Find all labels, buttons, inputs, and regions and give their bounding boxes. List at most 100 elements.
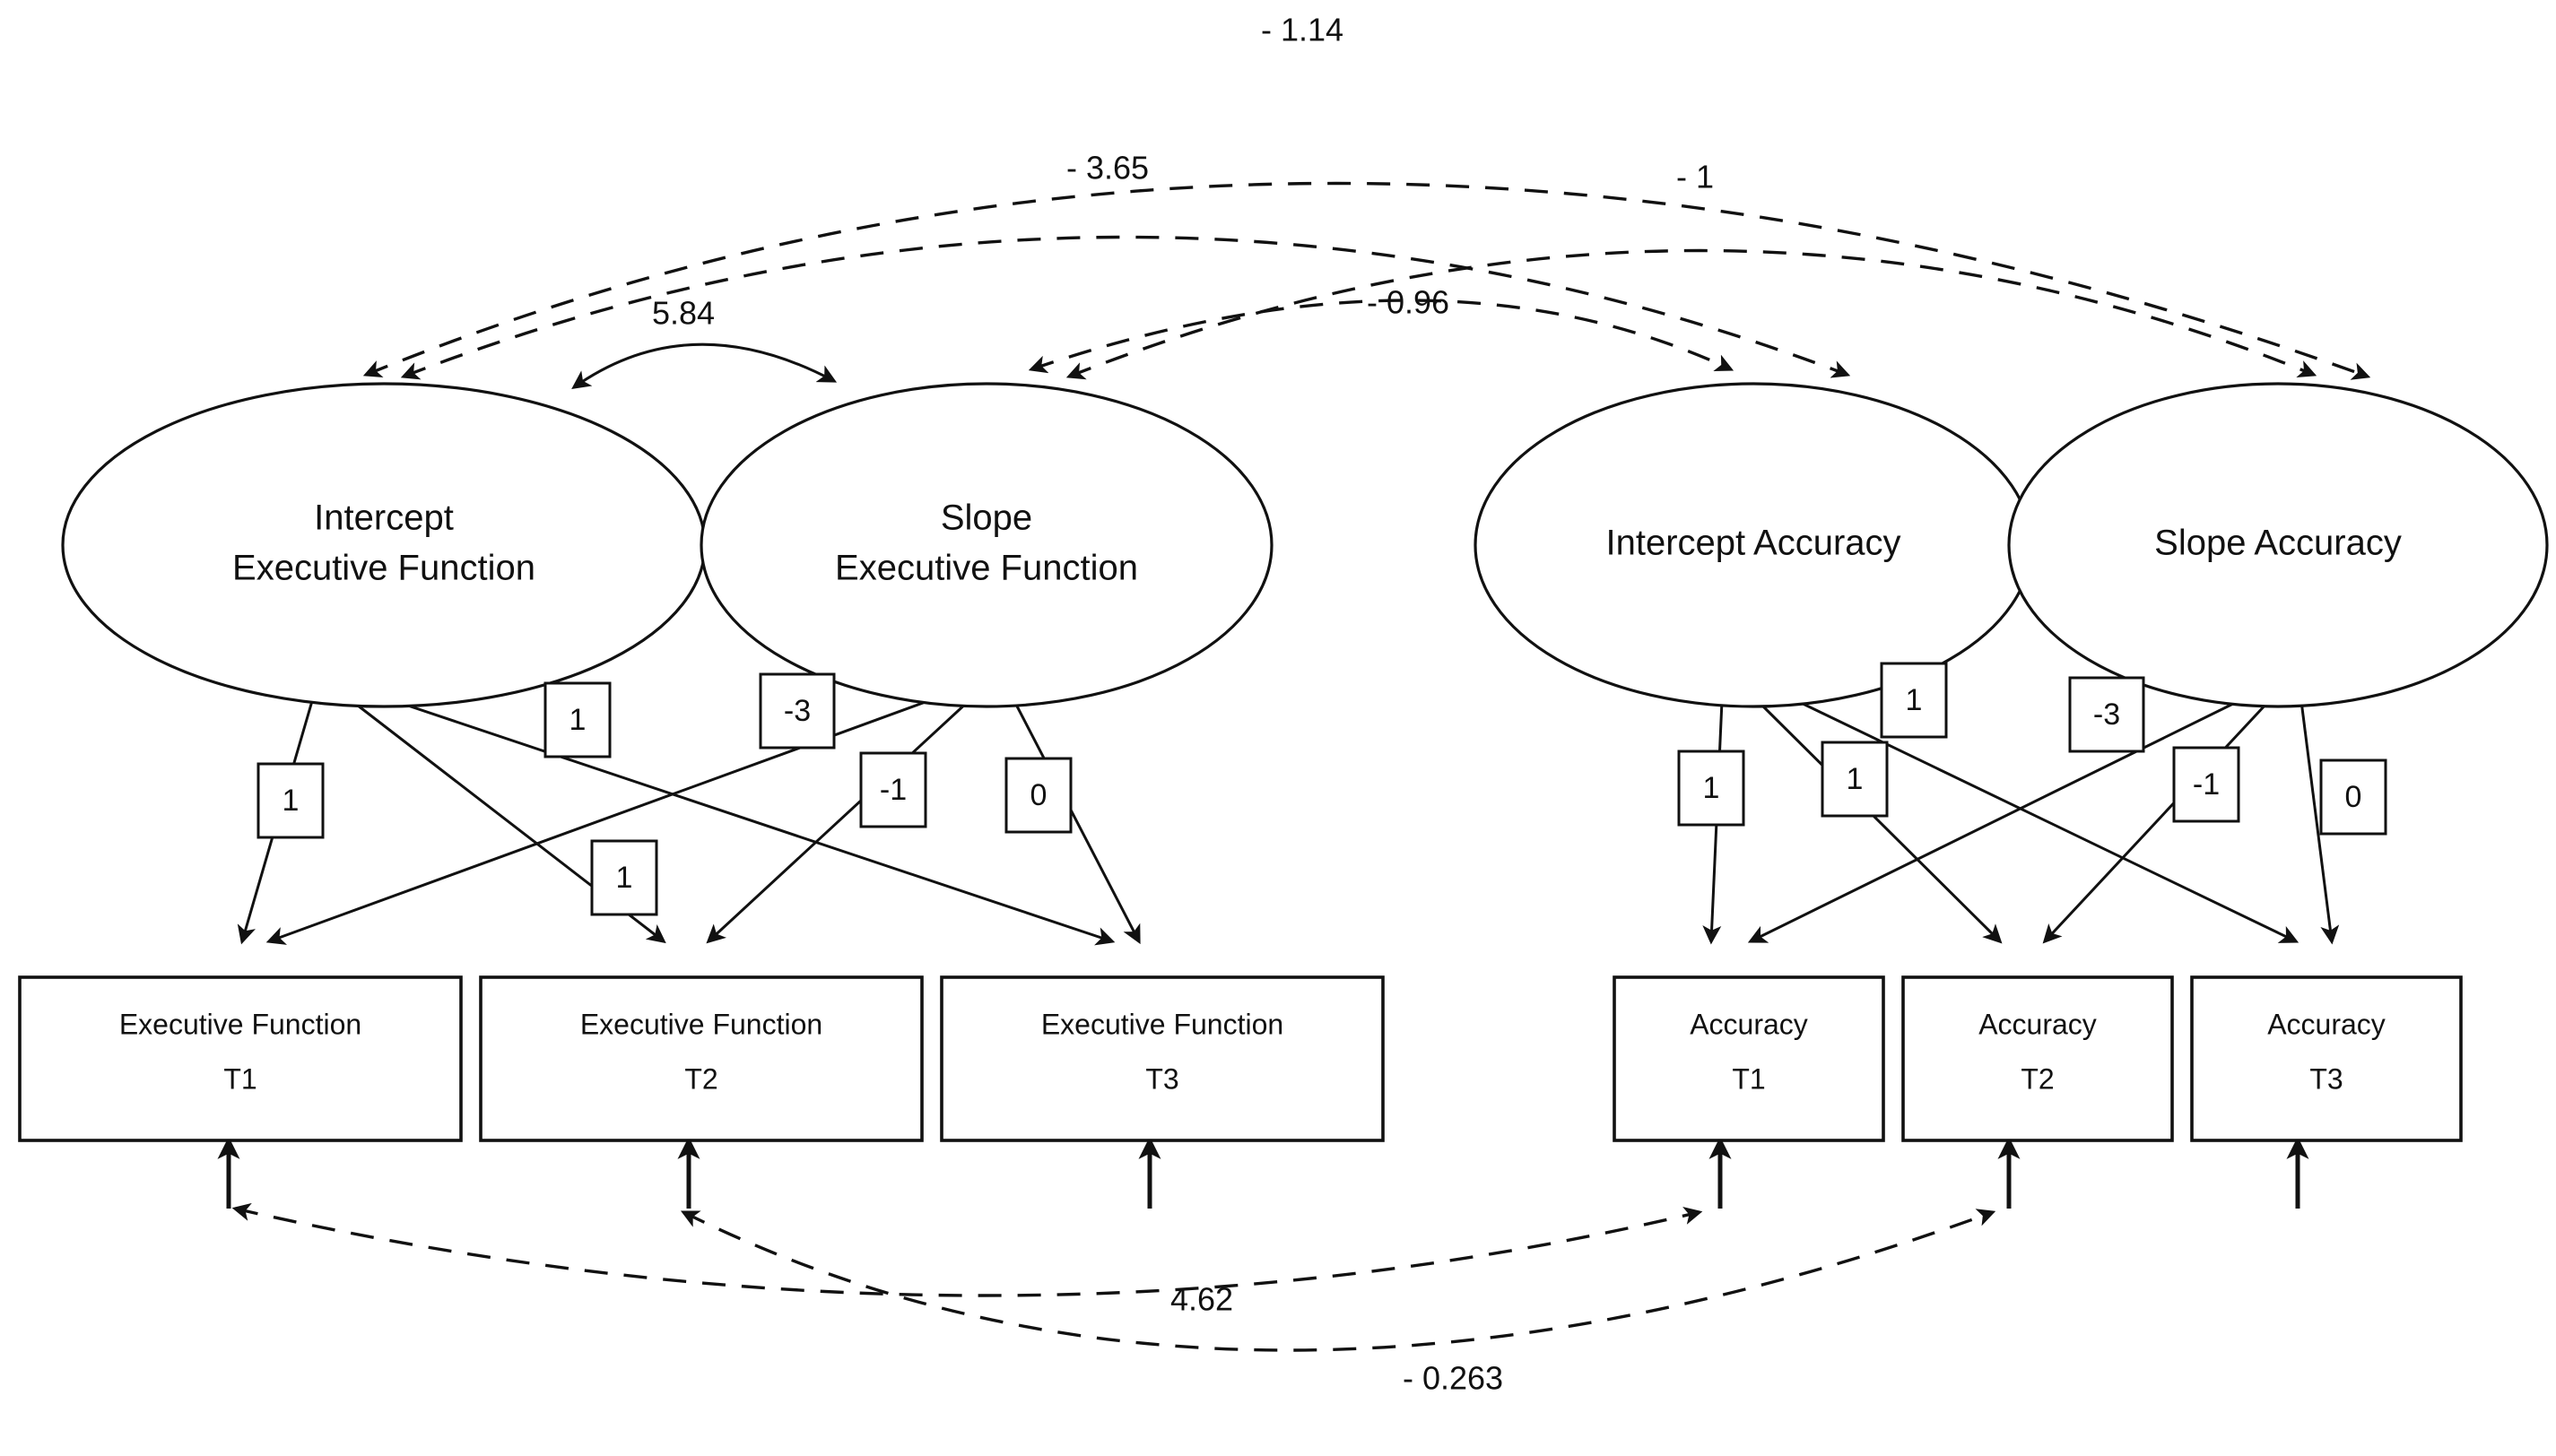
observed-label-ef-t3-line2: T3 bbox=[1145, 1062, 1178, 1095]
loading-box-acc-slope-2[interactable]: -1 bbox=[2172, 746, 2240, 823]
latent-label-slope-ef-line1: Slope bbox=[941, 498, 1032, 538]
rect-loading-ef-s3[interactable] bbox=[1004, 757, 1073, 834]
loading-value-acc-i1: 1 bbox=[1703, 771, 1720, 805]
latent-label-intercept-accuracy: Intercept Accuracy bbox=[1605, 524, 1900, 563]
rect-loading-acc-s3[interactable] bbox=[2319, 758, 2387, 836]
observed-label-ef-t1-line1: Executive Function bbox=[119, 1008, 361, 1040]
loading-box-acc-intercept-2[interactable]: 1 bbox=[1821, 741, 1889, 818]
path-slpacc-to-acct1 bbox=[1747, 699, 2239, 943]
loading-value-acc-s1: -3 bbox=[2093, 698, 2120, 732]
covariance-label-intef-slpacc: - 1.14 bbox=[1261, 12, 1343, 48]
observed-label-ef-t3-line1: Executive Function bbox=[1041, 1008, 1283, 1040]
observed-node-ef-t3[interactable]: Executive Function T3 bbox=[940, 975, 1385, 1142]
loading-value-acc-i3: 1 bbox=[1906, 683, 1923, 717]
cov-curve-intef-slpacc bbox=[362, 181, 2371, 380]
path-intacc-to-acct3 bbox=[1793, 698, 2300, 943]
loading-box-acc-slope-3[interactable]: 0 bbox=[2319, 758, 2387, 836]
ellipse-slope-accuracy[interactable] bbox=[2007, 382, 2549, 708]
covariance-label-intef-slpef: 5.84 bbox=[652, 295, 715, 332]
loading-boxes: 1 1 1 -3 -1 0 bbox=[256, 662, 2387, 916]
rect-loading-ef-s2[interactable] bbox=[859, 751, 927, 828]
loading-box-acc-slope-1[interactable]: -3 bbox=[2068, 676, 2145, 753]
observed-label-ef-t2-line1: Executive Function bbox=[580, 1008, 822, 1040]
cov-curve-resid-ef1-acc1 bbox=[231, 1202, 1703, 1297]
loading-value-ef-i1: 1 bbox=[283, 784, 300, 818]
observed-label-accuracy-t2-line1: Accuracy bbox=[1978, 1008, 2097, 1040]
loading-box-acc-intercept-1[interactable]: 1 bbox=[1677, 750, 1745, 827]
covariance-label-slpef-intacc: - 0.96 bbox=[1367, 284, 1449, 321]
observed-label-accuracy-t1-line1: Accuracy bbox=[1690, 1008, 1808, 1040]
loading-value-ef-i3: 1 bbox=[616, 861, 633, 895]
loading-value-ef-i2: 1 bbox=[569, 703, 587, 737]
rect-ef-t3[interactable] bbox=[940, 975, 1385, 1142]
observed-label-accuracy-t3-line1: Accuracy bbox=[2267, 1008, 2386, 1040]
observed-node-accuracy-t3[interactable]: Accuracy T3 bbox=[2190, 975, 2463, 1142]
covariance-label-resid-ef2-acc2: - 0.263 bbox=[1403, 1360, 1503, 1397]
loading-box-ef-intercept-2[interactable]: 1 bbox=[543, 681, 612, 758]
residual-arrows bbox=[217, 1136, 2309, 1209]
rect-loading-acc-i2[interactable] bbox=[1821, 741, 1889, 818]
ellipse-intercept-ef[interactable] bbox=[61, 382, 707, 708]
latent-label-slope-ef-line2: Executive Function bbox=[835, 549, 1138, 588]
covariance-labels: 5.84 - 1.14 - 3.65 - 1 - 0.96 4.62 - 0.2… bbox=[652, 12, 1714, 1397]
rect-ef-t2[interactable] bbox=[479, 975, 924, 1142]
loading-box-ef-intercept-3[interactable]: 1 bbox=[590, 839, 658, 916]
path-slpacc-to-acct2 bbox=[2042, 701, 2269, 944]
rect-loading-ef-i3[interactable] bbox=[590, 839, 658, 916]
rect-ef-t1[interactable] bbox=[18, 975, 463, 1142]
path-slpef-to-eft3 bbox=[1012, 698, 1141, 945]
observed-label-accuracy-t3-line2: T3 bbox=[2309, 1062, 2343, 1095]
observed-node-ef-t1[interactable]: Executive Function T1 bbox=[18, 975, 463, 1142]
loading-box-ef-slope-2[interactable]: -1 bbox=[859, 751, 927, 828]
loading-value-ef-s2: -1 bbox=[880, 773, 907, 807]
rect-loading-acc-i3[interactable] bbox=[1880, 662, 1948, 739]
observed-node-accuracy-t1[interactable]: Accuracy T1 bbox=[1613, 975, 1885, 1142]
rect-loading-ef-s1[interactable] bbox=[759, 672, 836, 750]
observed-node-ef-t2[interactable]: Executive Function T2 bbox=[479, 975, 924, 1142]
observed-nodes: Executive Function T1 Executive Function… bbox=[18, 975, 2463, 1142]
loading-box-ef-slope-1[interactable]: -3 bbox=[759, 672, 836, 750]
observed-node-accuracy-t2[interactable]: Accuracy T2 bbox=[1901, 975, 2174, 1142]
rect-loading-acc-s1[interactable] bbox=[2068, 676, 2145, 753]
latent-node-intercept-accuracy[interactable]: Intercept Accuracy bbox=[1474, 382, 2033, 708]
covariance-label-resid-ef1-acc1: 4.62 bbox=[1170, 1281, 1233, 1318]
rect-loading-acc-i1[interactable] bbox=[1677, 750, 1745, 827]
covariance-label-intef-intacc: - 3.65 bbox=[1066, 150, 1149, 186]
rect-accuracy-t2[interactable] bbox=[1901, 975, 2174, 1142]
cov-curve-resid-ef2-acc2 bbox=[680, 1209, 1996, 1352]
loading-paths-slope-acc bbox=[1747, 699, 2340, 945]
covariance-label-slpef-slpacc: - 1 bbox=[1676, 159, 1714, 195]
loading-box-ef-intercept-1[interactable]: 1 bbox=[256, 762, 325, 839]
latent-nodes: Intercept Executive Function Slope Execu… bbox=[61, 382, 2549, 708]
loading-value-acc-s3: 0 bbox=[2345, 780, 2362, 814]
observed-label-ef-t2-line2: T2 bbox=[684, 1062, 717, 1095]
loading-value-acc-s2: -1 bbox=[2193, 767, 2220, 802]
latent-node-slope-accuracy[interactable]: Slope Accuracy bbox=[2007, 382, 2549, 708]
ellipse-slope-ef[interactable] bbox=[700, 382, 1274, 708]
loading-value-ef-s1: -3 bbox=[784, 694, 811, 728]
latent-label-intercept-ef-line1: Intercept bbox=[314, 498, 454, 538]
cov-curve-slpef-slpacc bbox=[1065, 248, 2317, 380]
latent-label-slope-accuracy: Slope Accuracy bbox=[2154, 524, 2402, 563]
observed-label-accuracy-t1-line2: T1 bbox=[1732, 1062, 1765, 1095]
rect-accuracy-t3[interactable] bbox=[2190, 975, 2463, 1142]
observed-label-ef-t1-line2: T1 bbox=[223, 1062, 256, 1095]
rect-loading-ef-i1[interactable] bbox=[256, 762, 325, 839]
observed-label-accuracy-t2-line2: T2 bbox=[2021, 1062, 2054, 1095]
rect-loading-ef-i2[interactable] bbox=[543, 681, 612, 758]
loading-box-acc-intercept-3[interactable]: 1 bbox=[1880, 662, 1948, 739]
cov-curve-intef-slpef bbox=[571, 342, 838, 390]
latent-node-intercept-executive-function[interactable]: Intercept Executive Function bbox=[61, 382, 707, 708]
cov-curve-slpef-intacc bbox=[1028, 299, 1734, 374]
rect-loading-acc-s2[interactable] bbox=[2172, 746, 2240, 823]
loading-value-ef-s3: 0 bbox=[1030, 778, 1048, 812]
path-intacc-to-acct2 bbox=[1758, 701, 2003, 944]
loading-box-ef-slope-3[interactable]: 0 bbox=[1004, 757, 1073, 834]
latent-label-intercept-ef-line2: Executive Function bbox=[232, 549, 535, 588]
path-slpacc-to-acct3 bbox=[2300, 700, 2340, 945]
rect-accuracy-t1[interactable] bbox=[1613, 975, 1885, 1142]
loading-value-acc-i2: 1 bbox=[1847, 762, 1864, 796]
path-slpef-to-eft2 bbox=[706, 699, 970, 944]
latent-node-slope-executive-function[interactable]: Slope Executive Function bbox=[700, 382, 1274, 708]
path-intef-to-eft3 bbox=[394, 699, 1116, 946]
